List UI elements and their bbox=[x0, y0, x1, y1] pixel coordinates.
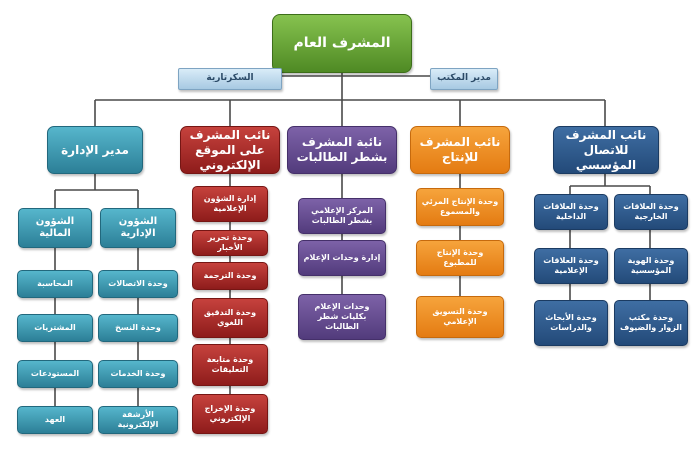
website-unit-box: وحدة متابعة التعليقات bbox=[192, 344, 268, 386]
administrative-affairs-box: الشؤون الإدارية bbox=[100, 208, 176, 248]
website-deputy-box: نائب المشرف على الموقع الإلكتروني bbox=[180, 126, 280, 174]
office-manager-box: مدير المكتب bbox=[430, 68, 498, 90]
financial-unit-box: العهد bbox=[17, 406, 93, 434]
secretariat-box: السكرتارية bbox=[178, 68, 282, 90]
female-section-unit-box: وحدات الإعلام بكليات شطر الطالبات bbox=[298, 294, 386, 340]
production-unit-box: وحدة الإنتاج المرئي والمسموع bbox=[416, 188, 504, 226]
communication-unit-box: وحدة العلاقات الخارجية bbox=[614, 194, 688, 230]
website-unit-box: إدارة الشؤون الإعلامية bbox=[192, 186, 268, 222]
production-deputy-box: نائب المشرف للإنتاج bbox=[410, 126, 510, 174]
financial-unit-box: المشتريات bbox=[17, 314, 93, 342]
administrative-unit-box: الأرشفة الإلكترونية bbox=[98, 406, 178, 434]
production-unit-box: وحدة الإنتاج للمطبوع bbox=[416, 240, 504, 276]
financial-unit-box: المحاسبة bbox=[17, 270, 93, 298]
female-section-deputy-box: نائبة المشرف بشطر الطالبات bbox=[287, 126, 397, 174]
website-unit-box: وحدة الترجمة bbox=[192, 262, 268, 290]
admin-director-box: مدير الإدارة bbox=[47, 126, 143, 174]
communication-unit-box: وحدة العلاقات الإعلامية bbox=[534, 248, 608, 284]
website-unit-box: وحدة الإخراج الإلكتروني bbox=[192, 394, 268, 434]
production-unit-box: وحدة التسويق الإعلامي bbox=[416, 296, 504, 338]
communication-unit-box: وحدة مكتب الزوار والضيوف bbox=[614, 300, 688, 346]
communication-deputy-box: نائب المشرف للاتصال المؤسسي bbox=[553, 126, 659, 174]
financial-affairs-box: الشؤون المالية bbox=[18, 208, 92, 248]
administrative-unit-box: وحدة الاتصالات bbox=[98, 270, 178, 298]
website-unit-box: وحدة التدقيق اللغوي bbox=[192, 298, 268, 338]
website-unit-box: وحدة تحرير الأخبار bbox=[192, 230, 268, 256]
administrative-unit-box: وحدة الخدمات bbox=[98, 360, 178, 388]
female-section-unit-box: إدارة وحدات الإعلام bbox=[298, 240, 386, 276]
financial-unit-box: المستودعات bbox=[17, 360, 93, 388]
communication-unit-box: وحدة الأبحاث والدراسات bbox=[534, 300, 608, 346]
general-supervisor-box: المشرف العام bbox=[272, 14, 412, 73]
communication-unit-box: وحدة الهوية المؤسسية bbox=[614, 248, 688, 284]
communication-unit-box: وحدة العلاقات الداخلية bbox=[534, 194, 608, 230]
female-section-unit-box: المركز الإعلامي بشطر الطالبات bbox=[298, 198, 386, 234]
administrative-unit-box: وحدة النسخ bbox=[98, 314, 178, 342]
